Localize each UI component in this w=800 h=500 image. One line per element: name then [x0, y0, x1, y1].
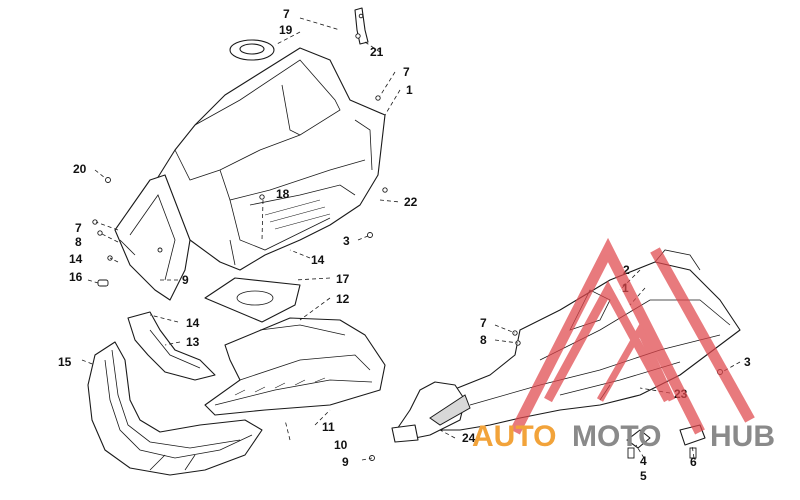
callout-7: 7: [403, 65, 410, 79]
belly-pan-part: [204, 317, 386, 416]
watermark-triangle-right: [650, 247, 755, 423]
front-bumper-part: [87, 341, 263, 476]
callout-labels: 7 19 21 7 1 20 18 22 7 8 3 14 14 16 9 17…: [58, 7, 751, 483]
watermark-brand-moto: MOTO: [572, 420, 661, 453]
callout-8: 8: [75, 235, 82, 249]
callout-20: 20: [73, 162, 87, 176]
gasket-ring-part: [229, 39, 275, 61]
callout-6: 6: [690, 455, 697, 469]
callout-5: 5: [640, 469, 647, 483]
callout-18: 18: [276, 187, 290, 201]
callout-4: 4: [640, 454, 647, 468]
watermark-text: AUTO MOTO HUB: [472, 420, 775, 453]
fasteners: [92, 33, 723, 461]
watermark-brand-auto: AUTO: [472, 420, 556, 453]
side-skid-part: [391, 381, 471, 443]
callout-10: 10: [334, 438, 348, 452]
bracket-part: [354, 7, 369, 45]
callout-17: 17: [336, 272, 350, 286]
callout-14: 14: [311, 253, 325, 267]
callout-3: 3: [343, 234, 350, 248]
callout-19: 19: [279, 23, 293, 37]
callout-13: 13: [186, 335, 200, 349]
callout-3: 3: [744, 355, 751, 369]
callout-8: 8: [480, 333, 487, 347]
callout-14: 14: [186, 316, 200, 330]
callout-16: 16: [69, 270, 83, 284]
callout-12: 12: [336, 292, 350, 306]
lower-panel-part: [127, 311, 216, 381]
leader-lines: [81, 17, 741, 461]
callout-15: 15: [58, 355, 72, 369]
bracket-4-part: [626, 429, 651, 449]
callout-7: 7: [283, 7, 290, 21]
callout-9: 9: [342, 455, 349, 469]
callout-22: 22: [404, 195, 418, 209]
left-side-panel-part: [114, 174, 191, 301]
watermark-triangle-inner: [544, 280, 672, 403]
callout-7: 7: [480, 316, 487, 330]
callout-14: 14: [69, 252, 83, 266]
callout-9: 9: [182, 273, 189, 287]
callout-11: 11: [322, 420, 335, 434]
callout-7: 7: [75, 221, 82, 235]
watermark-brand-hub: HUB: [710, 420, 775, 453]
callout-21: 21: [370, 45, 384, 59]
callout-1: 1: [406, 83, 413, 97]
callout-24: 24: [462, 431, 476, 445]
watermark-logo: [510, 237, 755, 435]
watermark-triangle-outer: [510, 237, 705, 435]
watermark-triangle-inner-line: [596, 322, 676, 402]
floor-plate-part: [204, 277, 301, 323]
callout-2: 2: [623, 263, 630, 277]
